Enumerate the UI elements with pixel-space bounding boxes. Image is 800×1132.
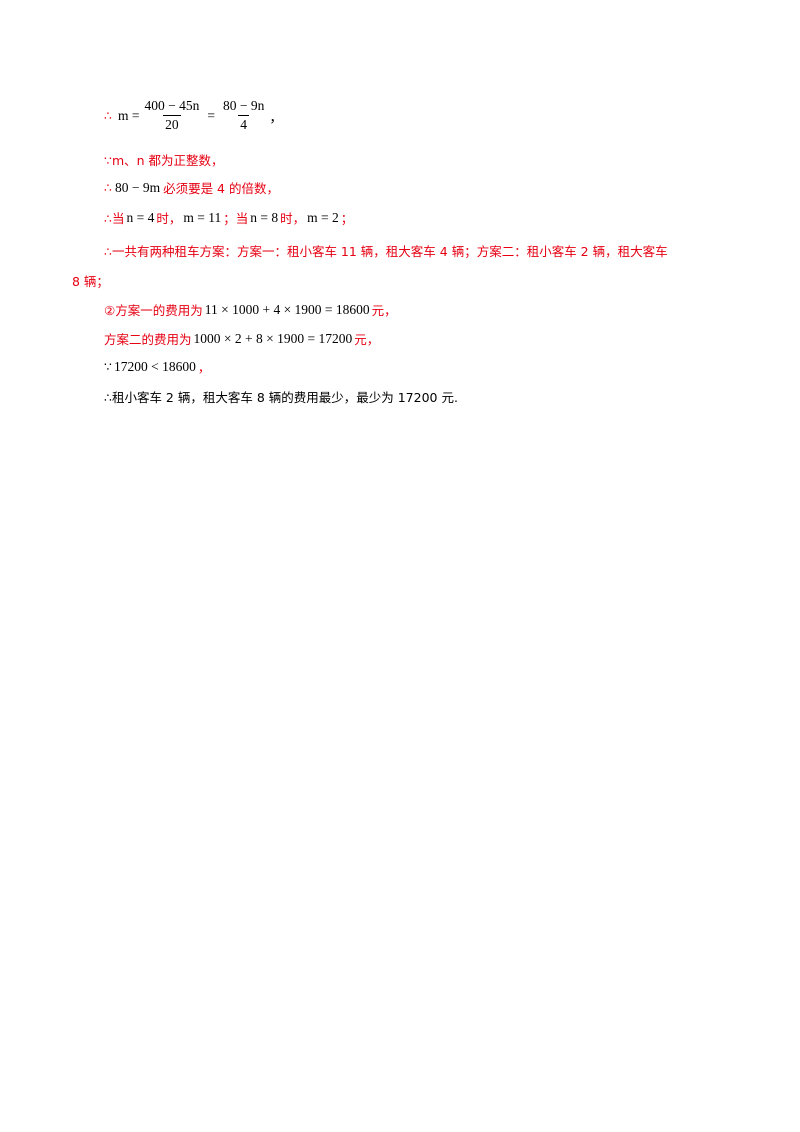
fraction-1: 400 − 45n 20 — [142, 98, 201, 133]
equals-sign: = — [207, 107, 215, 123]
plans-text: ∴一共有两种租车方案：方案一：租小客车 11 辆，租大客车 4 辆；方案二：租小… — [104, 244, 668, 259]
multiple-of-four-text: 必须要是 4 的倍数， — [163, 181, 279, 196]
comma: ， — [269, 109, 283, 125]
solutions-line: ∴当 n = 4 时， m = 11 ；当 n = 8 时， m = 2 ； — [104, 208, 353, 227]
plan-two-cost-expression: 1000 × 2 + 8 × 1900 = 17200 — [193, 330, 353, 346]
therefore-symbol: ∴ — [104, 108, 112, 123]
equation-line-m: ∴ m = 400 − 45n 20 = 80 − 9n 4 ， — [104, 98, 283, 133]
plan-one-cost-prefix: ②方案一的费用为 — [104, 303, 203, 318]
time-text-2: 时， — [280, 211, 306, 226]
positive-integers-text: ∵m、n 都为正整数， — [104, 153, 224, 168]
when-text: ；当 — [223, 211, 249, 226]
plan-two-cost-suffix: 元， — [354, 332, 380, 347]
plan-one-cost-expression: 11 × 1000 + 4 × 1900 = 18600 — [204, 301, 370, 317]
therefore-symbol: ∴ — [104, 180, 112, 195]
n-equals-8: n = 8 — [250, 209, 279, 225]
plan-one-cost-suffix: 元， — [371, 303, 397, 318]
comparison-line: ∵ 17200 < 18600 ， — [104, 357, 210, 376]
m-equals-2: m = 2 — [307, 209, 339, 225]
comparison-suffix: ， — [197, 360, 211, 375]
fraction-2-numerator: 80 − 9n — [222, 98, 265, 113]
solutions-prefix: ∴当 — [104, 211, 125, 226]
plan-one-cost-line: ②方案一的费用为 11 × 1000 + 4 × 1900 = 18600 元， — [104, 300, 397, 319]
m-equals: m = — [117, 107, 140, 123]
conclusion-text: ∴租小客车 2 辆，租大客车 8 辆的费用最少，最少为 17200 元. — [104, 390, 458, 405]
plan-two-cost-prefix: 方案二的费用为 — [104, 332, 192, 347]
plans-continuation-text: 8 辆； — [72, 274, 109, 289]
plan-two-cost-line: 方案二的费用为 1000 × 2 + 8 × 1900 = 17200 元， — [104, 329, 379, 348]
time-text-1: 时， — [156, 211, 182, 226]
fraction-2-denominator: 4 — [238, 115, 250, 132]
semicolon: ； — [340, 211, 354, 226]
fraction-2: 80 − 9n 4 — [221, 98, 266, 133]
conclusion-line: ∴租小客车 2 辆，租大客车 8 辆的费用最少，最少为 17200 元. — [104, 387, 458, 406]
expression-80-9m: 80 − 9m — [114, 179, 161, 195]
plans-line: ∴一共有两种租车方案：方案一：租小客车 11 辆，租大客车 4 辆；方案二：租小… — [104, 241, 668, 260]
because-symbol: ∵ — [104, 359, 112, 374]
multiple-of-four-line: ∴ 80 − 9m 必须要是 4 的倍数， — [104, 178, 279, 197]
comparison-expression: 17200 < 18600 — [113, 358, 196, 374]
n-equals-4: n = 4 — [126, 209, 155, 225]
m-equals-11: m = 11 — [183, 209, 222, 225]
plans-continuation-line: 8 辆； — [72, 271, 109, 290]
positive-integers-line: ∵m、n 都为正整数， — [104, 150, 224, 169]
fraction-1-numerator: 400 − 45n — [144, 98, 200, 113]
fraction-1-denominator: 20 — [163, 115, 181, 132]
